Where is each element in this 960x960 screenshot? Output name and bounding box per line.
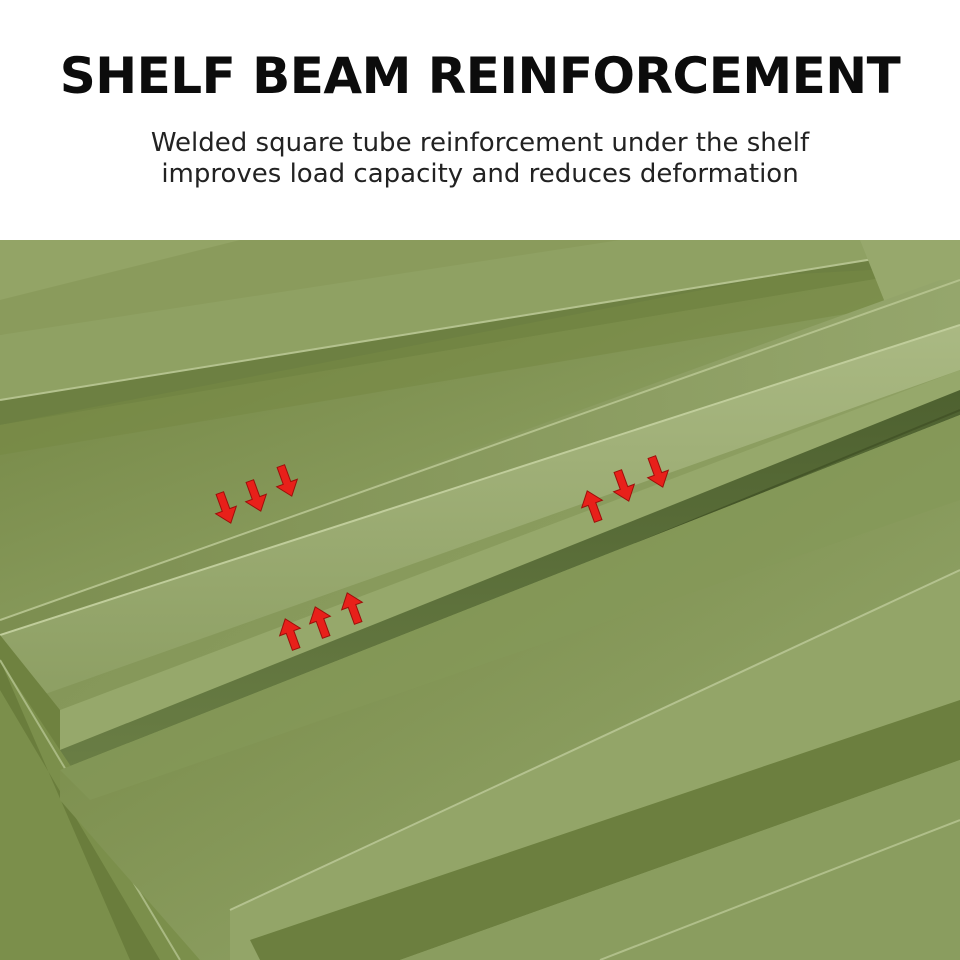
page-title: SHELF BEAM REINFORCEMENT <box>59 47 901 105</box>
arrow-down-icon <box>646 455 670 488</box>
shelf-illustration <box>0 240 960 960</box>
arrow-up-icon <box>308 606 332 639</box>
arrow-up-icon <box>340 592 364 625</box>
arrow-down-icon <box>244 479 268 512</box>
arrow-down-icon <box>612 469 636 502</box>
arrow-up-icon <box>580 490 604 523</box>
reinforcement-beam-face <box>0 325 960 710</box>
beam-channel-shadow <box>60 390 960 770</box>
upper-floor <box>0 265 960 620</box>
arrow-down-icon <box>214 491 238 524</box>
subtitle: Welded square tube reinforcement under t… <box>0 128 960 190</box>
lower-rib <box>230 570 960 960</box>
up-arrows-center <box>278 592 364 651</box>
subtitle-line-2: improves load capacity and reduces defor… <box>161 159 799 189</box>
header: SHELF BEAM REINFORCEMENT Welded square t… <box>0 0 960 240</box>
arrow-down-icon <box>275 464 299 497</box>
reinforcement-beam-top <box>0 280 960 635</box>
mixed-arrows-right <box>580 455 670 523</box>
arrow-up-icon <box>278 618 302 651</box>
shelf-photo <box>0 240 960 960</box>
down-arrows-left <box>214 464 299 524</box>
subtitle-line-1: Welded square tube reinforcement under t… <box>150 128 810 158</box>
